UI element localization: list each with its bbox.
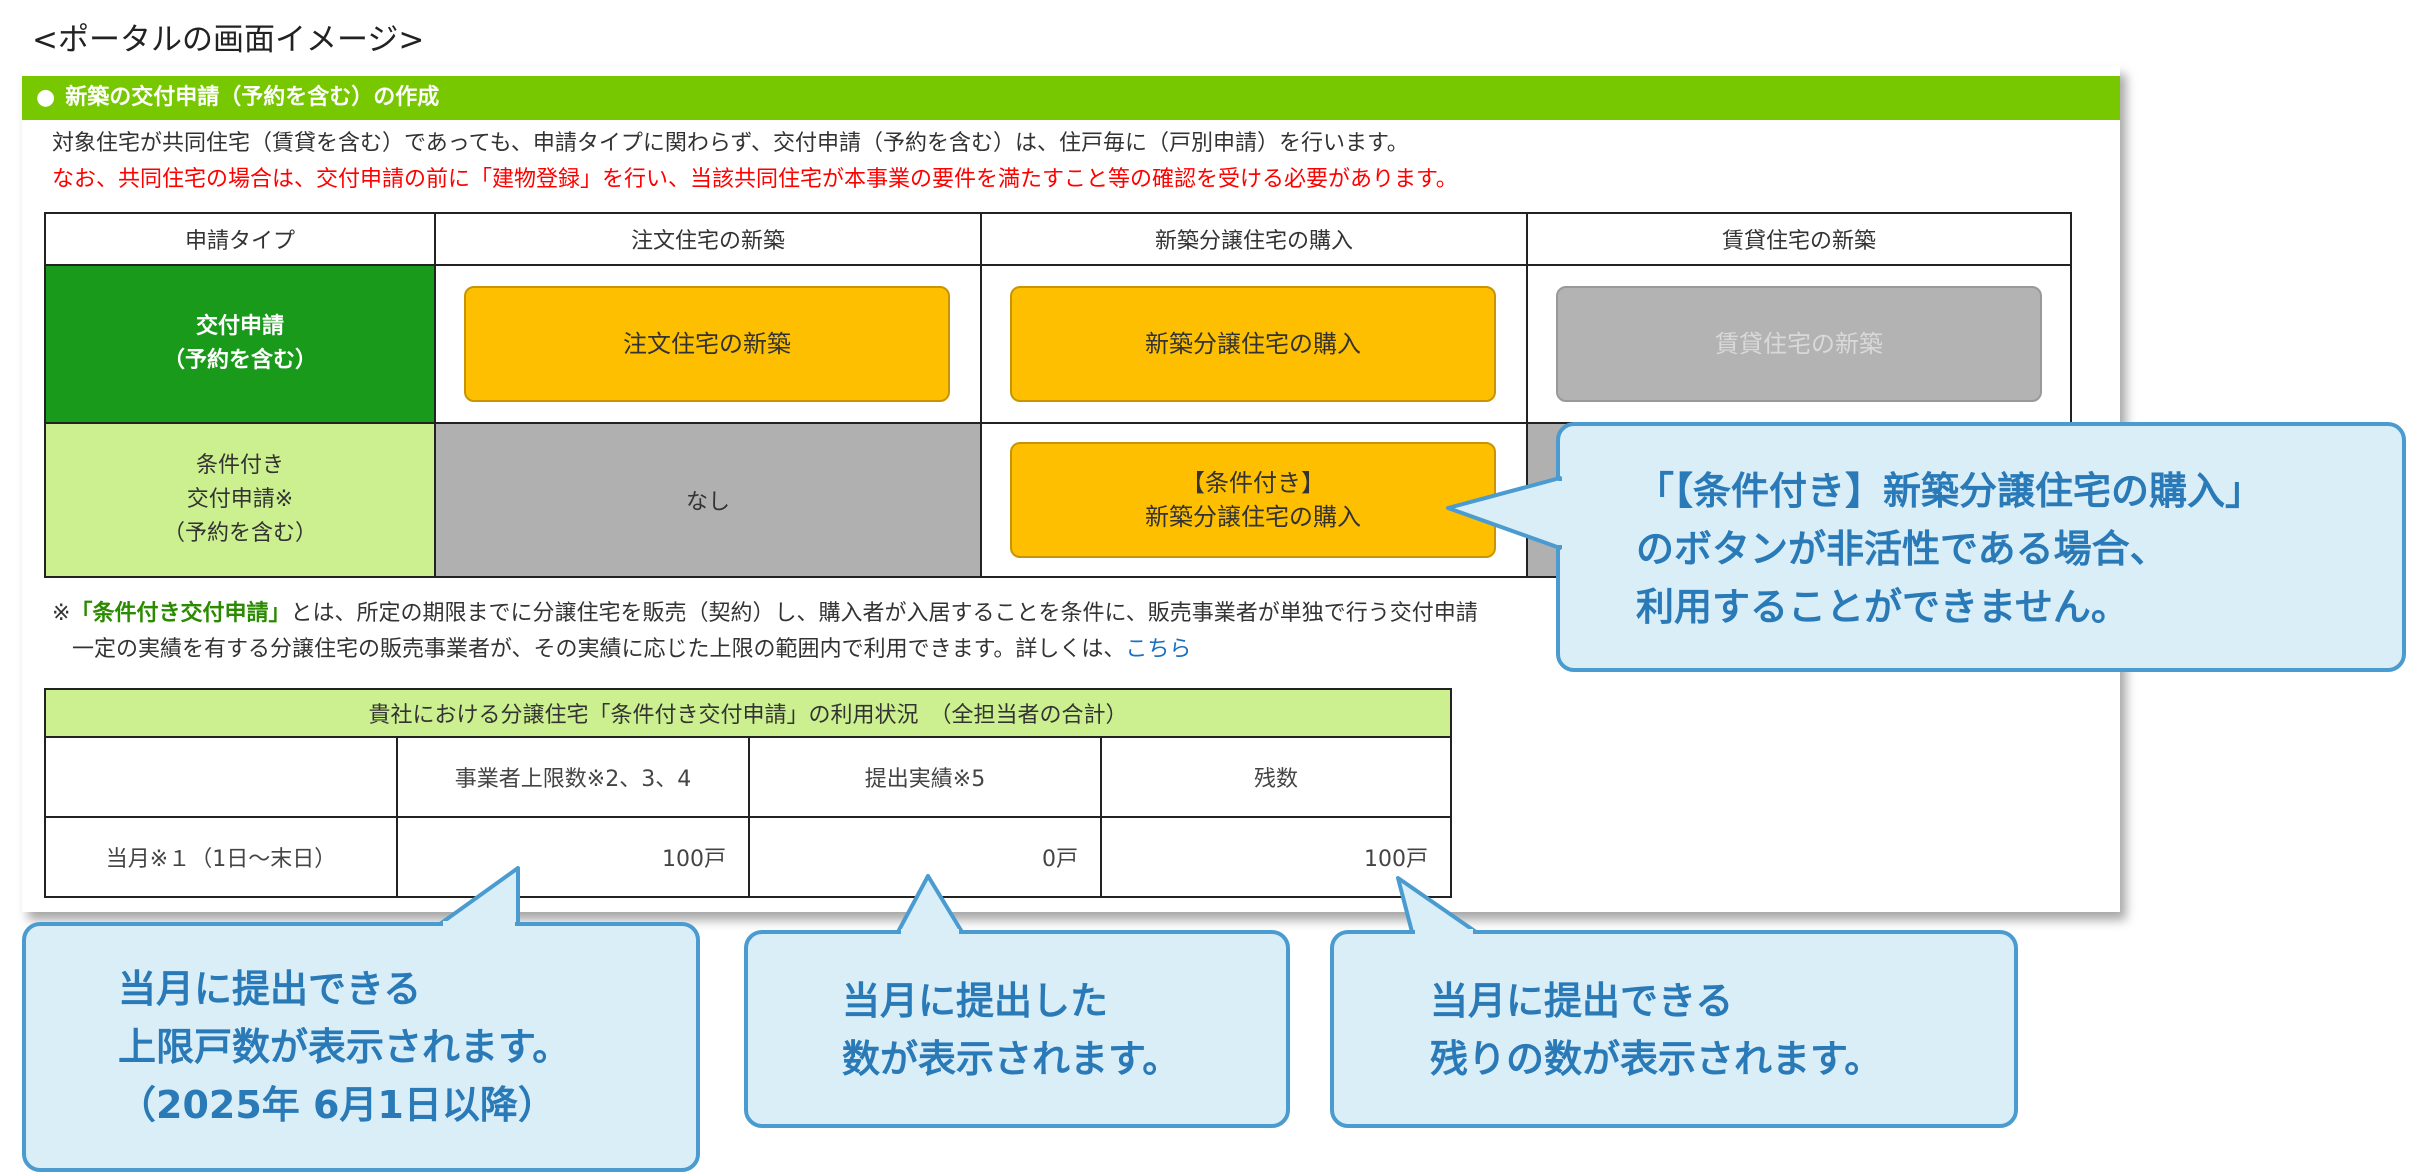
- callout-line: 残りの数が表示されます。: [1430, 1037, 1883, 1081]
- button-label-line: 新築分譲住宅の購入: [1145, 503, 1361, 531]
- callout-line: 数が表示されます。: [842, 1037, 1181, 1081]
- callout-remaining: 当月に提出できる 残りの数が表示されます。: [1330, 930, 2018, 1128]
- callout-inactive-button: 「【条件付き】新築分譲住宅の購入」 のボタンが非活性である場合、 利用することが…: [1556, 422, 2406, 672]
- callout-line: 当月に提出できる: [1430, 979, 1734, 1023]
- usage-row-label: 当月※１（1日～末日）: [44, 816, 398, 898]
- callout-remaining-pointer: [1396, 876, 1478, 935]
- callout-line: 利用することができません。: [1636, 585, 2129, 629]
- callout-submitted-pointer: [896, 874, 964, 935]
- note-text: とは、所定の期限までに分譲住宅を販売（契約）し、購入者が入居することを条件に、販…: [290, 601, 1478, 626]
- conditional-condo-purchase-button[interactable]: 【条件付き】新築分譲住宅の購入: [1010, 442, 1496, 558]
- callout-line: 上限戸数が表示されます。: [118, 1025, 571, 1069]
- header-new-condo-purchase: 新築分譲住宅の購入: [980, 212, 1528, 266]
- callout-line: 当月に提出できる: [118, 967, 422, 1011]
- bullet-icon: ●: [36, 85, 56, 110]
- note-mark: ※: [52, 601, 71, 626]
- header-rental-home: 賃貸住宅の新築: [1526, 212, 2072, 266]
- new-condo-purchase-button[interactable]: 新築分譲住宅の購入: [1010, 286, 1496, 402]
- conditional-note-line2: 一定の実績を有する分譲住宅の販売事業者が、その実績に応じた上限の範囲内で利用でき…: [72, 632, 1191, 668]
- usage-remaining-value: 100戸: [1100, 816, 1452, 898]
- callout-line: （2025年 6月1日以降）: [118, 1083, 556, 1127]
- usage-header-blank: [44, 736, 398, 818]
- row-label-line: （予約を含む）: [162, 348, 317, 373]
- usage-header-submitted: 提出実績※5: [748, 736, 1102, 818]
- callout-submitted: 当月に提出した 数が表示されます。: [744, 930, 1290, 1128]
- details-link[interactable]: こちら: [1125, 637, 1192, 662]
- callout-line: のボタンが非活性である場合、: [1636, 527, 2168, 571]
- usage-header-limit: 事業者上限数※2、3、4: [396, 736, 750, 818]
- row-label-line: 条件付き: [195, 453, 284, 478]
- rental-new-build-button: 賃貸住宅の新築: [1556, 286, 2042, 402]
- page-caption: <ポータルの画面イメージ>: [32, 22, 425, 58]
- callout-limit-pointer: [438, 866, 520, 927]
- header-application-type: 申請タイプ: [44, 212, 436, 266]
- usage-limit-value: 100戸: [396, 816, 750, 898]
- custom-home-new-build-button[interactable]: 注文住宅の新築: [464, 286, 950, 402]
- section-title: 新築の交付申請（予約を含む）の作成: [65, 85, 440, 110]
- cell-not-available: なし: [434, 422, 982, 578]
- row-label-line: （予約を含む）: [162, 521, 317, 546]
- section-warning: なお、共同住宅の場合は、交付申請の前に「建物登録」を行い、当該共同住宅が本事業の…: [52, 167, 1458, 192]
- button-label-line: 【条件付き】: [1181, 469, 1325, 497]
- note-text: 一定の実績を有する分譲住宅の販売事業者が、その実績に応じた上限の範囲内で利用でき…: [72, 637, 1126, 662]
- callout-inactive-pointer: [1446, 476, 1563, 550]
- section-header: ● 新築の交付申請（予約を含む）の作成: [22, 76, 2120, 120]
- callout-line: 「【条件付き】新築分譲住宅の購入」: [1636, 469, 2264, 513]
- usage-submitted-value: 0戸: [748, 816, 1102, 898]
- section-description: 対象住宅が共同住宅（賃貸を含む）であっても、申請タイプに関わらず、交付申請（予約…: [52, 131, 1409, 156]
- usage-header-remaining: 残数: [1100, 736, 1452, 818]
- callout-limit: 当月に提出できる 上限戸数が表示されます。 （2025年 6月1日以降）: [22, 922, 700, 1172]
- usage-table-title: 貴社における分譲住宅「条件付き交付申請」の利用状況 （全担当者の合計）: [44, 688, 1452, 738]
- row-label-line: 交付申請: [195, 314, 284, 339]
- row-label-line: 交付申請※: [186, 487, 294, 512]
- conditional-note-line1: ※「条件付き交付申請」とは、所定の期限までに分譲住宅を販売（契約）し、購入者が入…: [52, 596, 1478, 632]
- note-term: 「条件付き交付申請」: [70, 601, 291, 626]
- row-label-grant-application: 交付申請 （予約を含む）: [44, 264, 436, 424]
- header-custom-home: 注文住宅の新築: [434, 212, 982, 266]
- callout-line: 当月に提出した: [842, 979, 1109, 1023]
- row-label-conditional-application: 条件付き交付申請※ （予約を含む）: [44, 422, 436, 578]
